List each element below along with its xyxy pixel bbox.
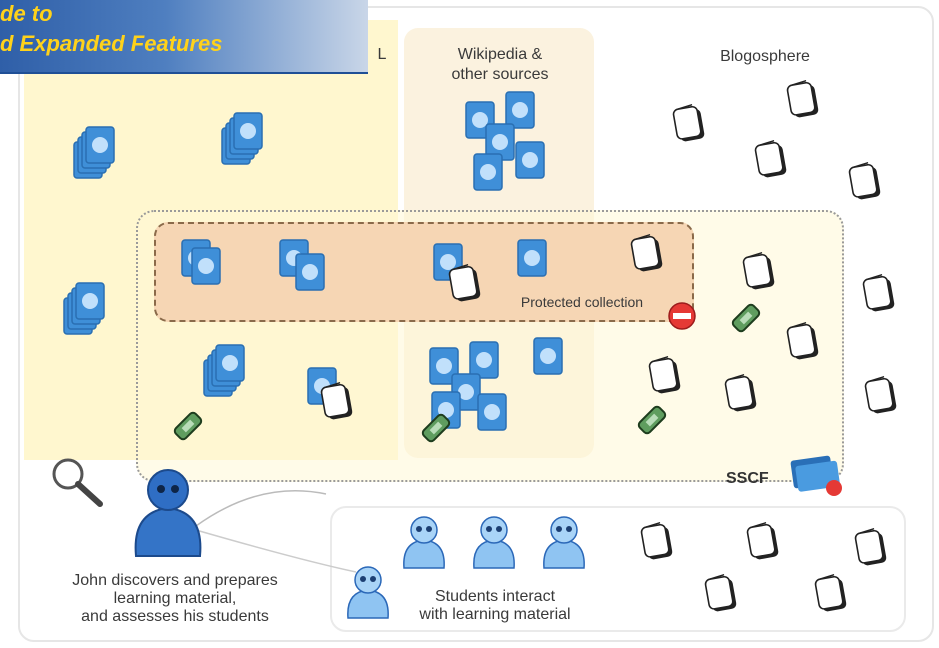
blog-post-icon xyxy=(741,251,776,291)
search-icon xyxy=(52,458,103,507)
blog-post-icon xyxy=(863,375,898,415)
students-region xyxy=(330,506,906,632)
blog-post-icon xyxy=(753,139,788,179)
tag-icon xyxy=(172,410,204,442)
john-caption-line2: learning material, xyxy=(113,590,237,607)
blog-post-icon xyxy=(723,373,758,413)
blog-post-icon xyxy=(785,79,820,119)
students-caption-line2: with learning material xyxy=(419,606,571,623)
blog-post-icon xyxy=(785,321,820,361)
tag-icon xyxy=(636,404,668,436)
no-entry-icon xyxy=(668,302,696,330)
students-caption-line1: Students interact xyxy=(434,588,556,605)
document-stack-icon xyxy=(204,345,244,396)
wikipedia-docs-icon xyxy=(465,91,545,191)
document-stack-icon xyxy=(74,127,114,178)
teacher-avatar xyxy=(134,469,202,557)
blog-post-icon xyxy=(853,527,888,567)
folder-icon xyxy=(790,455,842,496)
banner-line1: de to xyxy=(0,1,53,26)
student-avatar xyxy=(473,516,515,569)
blog-post-icon xyxy=(671,103,706,143)
blog-post-icon xyxy=(447,263,482,303)
title-banner: de to d Expanded Features xyxy=(0,0,368,74)
student-avatar xyxy=(543,516,585,569)
document-icon xyxy=(517,239,547,277)
john-caption-line3: and assesses his students xyxy=(81,608,269,625)
blog-post-icon xyxy=(703,573,738,613)
tag-icon xyxy=(420,412,452,444)
library-column-label: L xyxy=(377,46,387,63)
tag-icon xyxy=(730,302,762,334)
wikipedia-label-line1: Wikipedia & xyxy=(457,46,543,63)
blog-post-icon xyxy=(861,273,896,313)
blog-post-icon xyxy=(639,521,674,561)
protected-collection-label: Protected collection xyxy=(520,294,644,310)
blog-post-icon xyxy=(813,573,848,613)
document-stack-icon xyxy=(222,113,262,164)
blog-post-icon xyxy=(629,233,664,273)
blog-post-icon xyxy=(745,521,780,561)
banner-line2: d Expanded Features xyxy=(0,31,223,56)
protected-collection-region xyxy=(154,222,694,322)
blog-post-icon xyxy=(647,355,682,395)
sscf-label: SSCF xyxy=(726,470,769,487)
blog-post-icon xyxy=(847,161,882,201)
document-stack-icon xyxy=(64,283,104,334)
student-avatar xyxy=(403,516,445,569)
wikipedia-label-line2: other sources xyxy=(451,66,549,83)
john-caption-line1: John discovers and prepares xyxy=(72,572,278,589)
blogosphere-label: Blogosphere xyxy=(720,48,810,65)
document-icon xyxy=(533,337,563,375)
